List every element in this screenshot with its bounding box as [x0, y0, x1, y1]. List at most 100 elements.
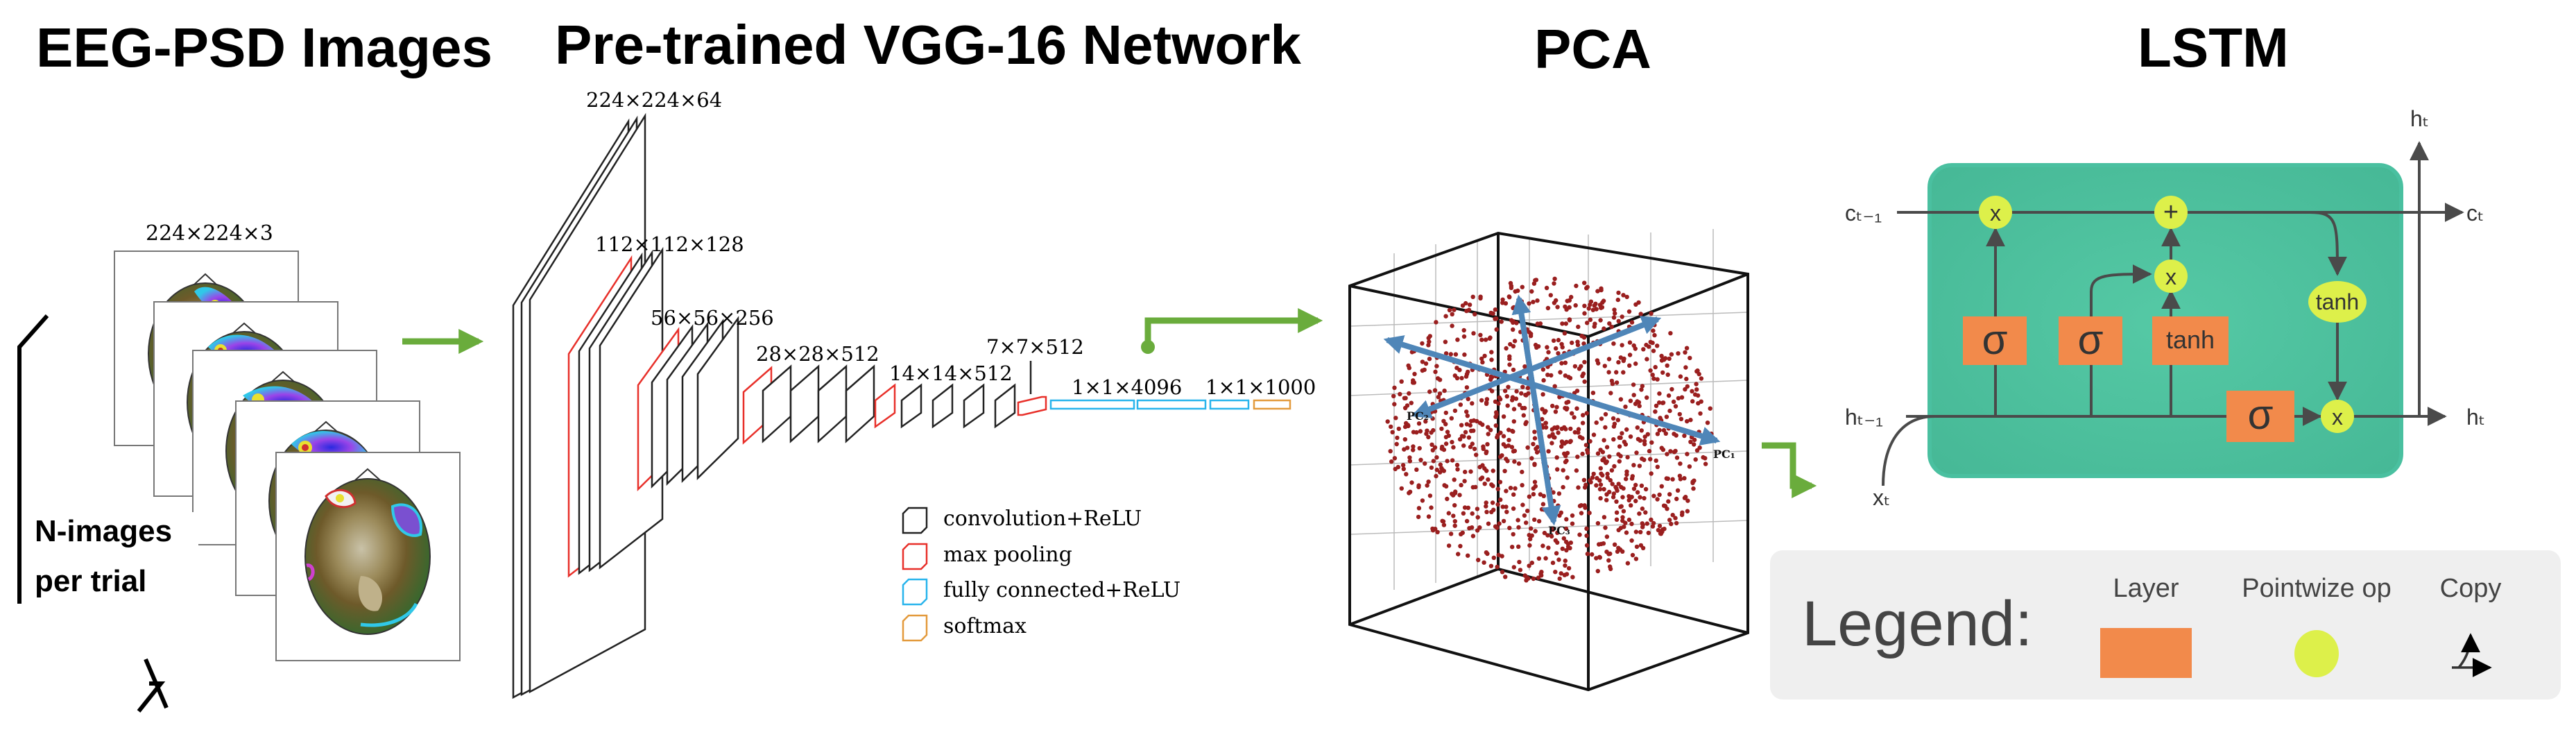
pca-point	[1459, 375, 1464, 381]
pca-point	[1521, 413, 1526, 418]
pca-point	[1673, 516, 1678, 520]
pca-point	[1443, 441, 1449, 446]
eeg-caption-line2: per trial	[35, 564, 146, 598]
pca-point	[1460, 303, 1466, 308]
pca-point	[1678, 416, 1684, 421]
pca-point	[1625, 561, 1631, 566]
pca-point	[1650, 373, 1655, 377]
pca-point	[1573, 303, 1578, 308]
pca-point	[1455, 467, 1460, 472]
pca-point	[1575, 339, 1580, 344]
pca-point	[1620, 518, 1625, 523]
pca-point	[1414, 467, 1419, 472]
lstm-legend-layer-label: Layer	[2113, 574, 2179, 603]
pca-point	[1479, 398, 1484, 403]
pca-point	[1445, 496, 1450, 502]
pca-point	[1545, 305, 1551, 311]
pca-point	[1605, 471, 1610, 477]
pca-point	[1549, 534, 1554, 539]
pca-point	[1649, 517, 1654, 523]
pca-point	[1647, 448, 1652, 454]
pca-point	[1611, 315, 1617, 320]
pca-point	[1604, 534, 1610, 539]
pca-point	[1582, 303, 1587, 308]
pca-point	[1479, 337, 1484, 342]
pca-point	[1677, 473, 1683, 478]
pca-point	[1614, 510, 1620, 515]
pca-point	[1616, 319, 1621, 323]
pca-point	[1479, 475, 1485, 480]
pca-point	[1690, 389, 1694, 393]
pca-point	[1418, 429, 1423, 434]
pca-point	[1621, 370, 1626, 375]
pca-point	[1596, 361, 1601, 366]
pca-point	[1648, 368, 1653, 373]
pca-point	[1402, 396, 1407, 400]
pca-point	[1502, 389, 1508, 393]
pca-point	[1546, 545, 1551, 550]
pca-point	[1629, 538, 1634, 543]
pca-point	[1452, 307, 1457, 312]
pca-point	[1501, 414, 1506, 419]
pca-point	[1563, 427, 1568, 432]
pca-point	[1446, 543, 1452, 548]
pca-point	[1522, 513, 1527, 518]
pca-point	[1614, 370, 1619, 375]
pca-point	[1478, 332, 1483, 337]
pca-point	[1656, 527, 1661, 533]
pca-point	[1503, 301, 1509, 306]
pca-point	[1583, 482, 1588, 487]
pca-point	[1411, 380, 1417, 385]
pca-point	[1550, 560, 1556, 566]
pca-point	[1591, 432, 1597, 437]
pca-point	[1634, 544, 1640, 550]
pca-point	[1543, 556, 1548, 561]
pca-point	[1406, 363, 1411, 368]
pca-point	[1638, 312, 1643, 316]
pca-point	[1514, 389, 1519, 394]
pca-point	[1511, 492, 1516, 497]
pca-point	[1628, 398, 1633, 403]
pca-point	[1582, 359, 1587, 364]
pca-point	[1565, 475, 1570, 480]
pca-point	[1652, 332, 1657, 338]
eeg-caption-line1: N-images	[35, 514, 172, 548]
pca-point	[1668, 449, 1673, 454]
pca-point	[1628, 434, 1633, 439]
pca-point	[1484, 450, 1488, 455]
pca-point	[1657, 492, 1662, 498]
pca-point	[1527, 563, 1531, 568]
pca-point	[1393, 416, 1398, 421]
pca-point	[1663, 431, 1668, 436]
pca-point	[1576, 324, 1581, 330]
pca-point	[1606, 357, 1612, 362]
pca-point	[1666, 499, 1671, 504]
pca-point	[1470, 401, 1475, 406]
pca-point	[1555, 530, 1560, 535]
pca-point	[1504, 346, 1509, 351]
pca-point	[1639, 428, 1644, 433]
pca-point	[1466, 435, 1472, 440]
pca-point	[1468, 423, 1472, 428]
pca-point	[1527, 301, 1531, 306]
pca-point	[1613, 484, 1618, 490]
pca-point	[1392, 456, 1398, 461]
pca-point	[1490, 389, 1495, 393]
pca-point	[1399, 486, 1405, 491]
pca-point	[1557, 395, 1562, 400]
pca-point	[1572, 430, 1577, 435]
pca-point	[1637, 464, 1642, 468]
pca-point	[1414, 430, 1419, 435]
pca-point	[1458, 543, 1463, 549]
pca-point	[1657, 400, 1662, 405]
pca-point	[1602, 326, 1606, 331]
pca-point	[1649, 471, 1654, 476]
pca-point	[1585, 552, 1590, 557]
pca-point	[1700, 440, 1706, 445]
pca-point	[1699, 376, 1704, 381]
pca-point	[1448, 532, 1454, 536]
pca-point	[1445, 430, 1450, 434]
pca-point	[1546, 350, 1551, 355]
pca-point	[1629, 495, 1633, 500]
